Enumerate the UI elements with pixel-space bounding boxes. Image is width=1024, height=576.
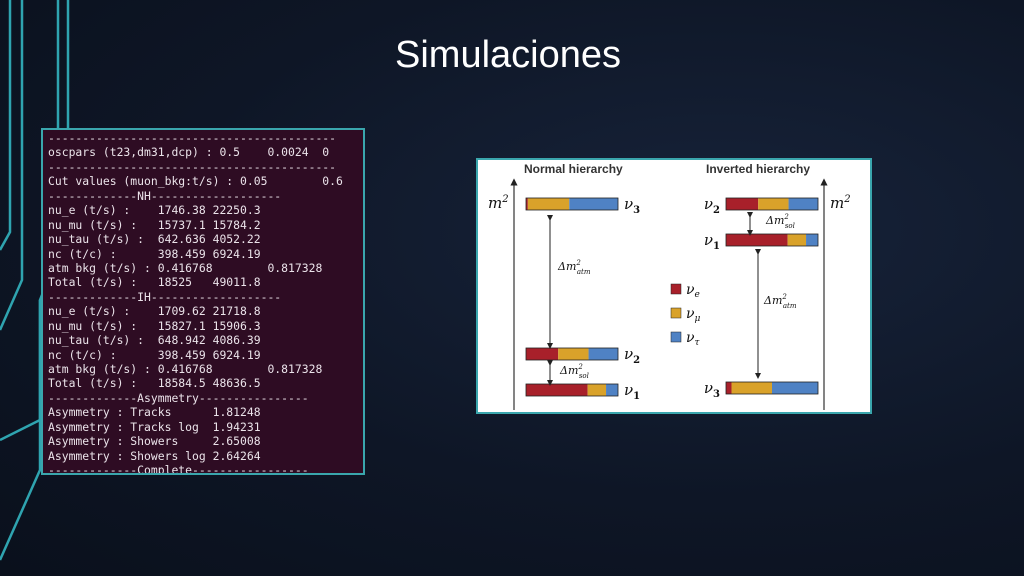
inverted-nu1-segment (787, 234, 807, 246)
inverted-nu2-segment (726, 198, 759, 210)
inverted-hierarchy-header: Inverted hierarchy (706, 162, 810, 176)
terminal-line: Total (t/s) : 18584.5 48636.5 (48, 376, 261, 391)
normal-nu1-segment (587, 384, 607, 396)
terminal-line: nu_e (t/s) : 1709.62 21718.8 (48, 304, 261, 319)
terminal-line: atm bkg (t/s) : 0.416768 0.817328 (48, 362, 323, 376)
inverted-nu3-segment (726, 382, 732, 394)
terminal-line: Asymmetry : Showers log 2.64264 (48, 448, 261, 463)
legend-label: νe (686, 282, 700, 300)
inverted-nu1-bar-outline (725, 233, 819, 247)
terminal-line: oscpars (t23,dm31,dcp) : 0.5 0.0024 0 (48, 145, 330, 160)
normal-nu1-label: ν1 (624, 381, 640, 402)
normal-nu2-segment (526, 348, 559, 360)
terminal-line: nu_mu (t/s) : 15827.1 15906.3 (48, 318, 261, 333)
normal-nu2-segment (558, 348, 589, 360)
terminal-line: Total (t/s) : 18525 49011.8 (48, 275, 261, 290)
inverted-nu1-segment (806, 234, 818, 246)
normal-nu3-segment (526, 198, 528, 210)
inverted-nu3-segment (731, 382, 772, 394)
terminal-line: ----------------------------------------… (48, 159, 337, 174)
inverted-nu3-segment (772, 382, 818, 394)
inverted-nu2-label: ν2 (704, 195, 720, 216)
inverted-nu3-bar-outline (725, 381, 819, 395)
legend-swatch (670, 331, 682, 343)
terminal-line: Asymmetry : Tracks log 1.94231 (48, 419, 261, 434)
terminal-line: nc (t/c) : 398.459 6924.19 (48, 246, 261, 261)
normal-nu3-label: ν3 (624, 195, 640, 216)
terminal-output: ----------------------------------------… (41, 128, 365, 475)
normal-nu3-segment (569, 198, 618, 210)
normal-nu3-bar-outline (525, 197, 619, 211)
terminal-line: Cut values (muon_bkg:t/s) : 0.05 0.6 (48, 174, 343, 189)
inverted-nu1-label: ν1 (704, 231, 720, 252)
normal-nu2-segment (588, 348, 618, 360)
neutrino-hierarchy-diagram: Normal hierarchy Inverted hierarchy m2 m… (476, 158, 872, 414)
normal-nu1-bar-outline (525, 383, 619, 397)
terminal-line: -------------Asymmetry---------------- (48, 390, 309, 405)
terminal-line: -------------Complete----------------- (48, 463, 309, 475)
inverted-nu2-bar-outline (725, 197, 819, 211)
inverted-nu3-label: ν3 (704, 379, 720, 400)
normal-nu2-label: ν2 (624, 345, 640, 366)
mass-axis-label-right: m2 (830, 194, 851, 212)
hierarchy-svg: Normal hierarchy Inverted hierarchy m2 m… (488, 162, 851, 410)
terminal-line: nc (t/c) : 398.459 6924.19 (48, 347, 261, 362)
terminal-line: nu_tau (t/s) : 642.636 4052.22 (48, 232, 261, 247)
normal-nu3-segment (527, 198, 570, 210)
terminal-line: Asymmetry : Tracks 1.81248 (48, 405, 261, 420)
normal-nu2-bar-outline (525, 347, 619, 361)
normal-nu1-segment (606, 384, 618, 396)
legend-swatch (670, 307, 682, 319)
normal-hierarchy-header: Normal hierarchy (524, 162, 623, 176)
terminal-line: nu_tau (t/s) : 648.942 4086.39 (48, 333, 261, 348)
terminal-line: -------------IH------------------- (48, 289, 282, 304)
inverted-nu2-segment (758, 198, 789, 210)
terminal-line: nu_e (t/s) : 1746.38 22250.3 (48, 203, 261, 218)
legend-label: νμ (686, 306, 701, 324)
terminal-line: nu_mu (t/s) : 15737.1 15784.2 (48, 217, 261, 232)
terminal-line: atm bkg (t/s) : 0.416768 0.817328 (48, 260, 323, 275)
terminal-line: Asymmetry : Showers 2.65008 (48, 434, 261, 449)
inverted-nu1-segment (726, 234, 788, 246)
legend-swatch (670, 283, 682, 295)
mass-axis-label-left: m2 (488, 194, 509, 212)
inverted-nu2-segment (788, 198, 818, 210)
slide-title: Simulaciones (395, 34, 621, 76)
normal-nu1-segment (526, 384, 588, 396)
terminal-line: -------------NH------------------- (48, 188, 282, 203)
terminal-line: ----------------------------------------… (48, 131, 337, 145)
legend-label: ντ (686, 330, 701, 348)
